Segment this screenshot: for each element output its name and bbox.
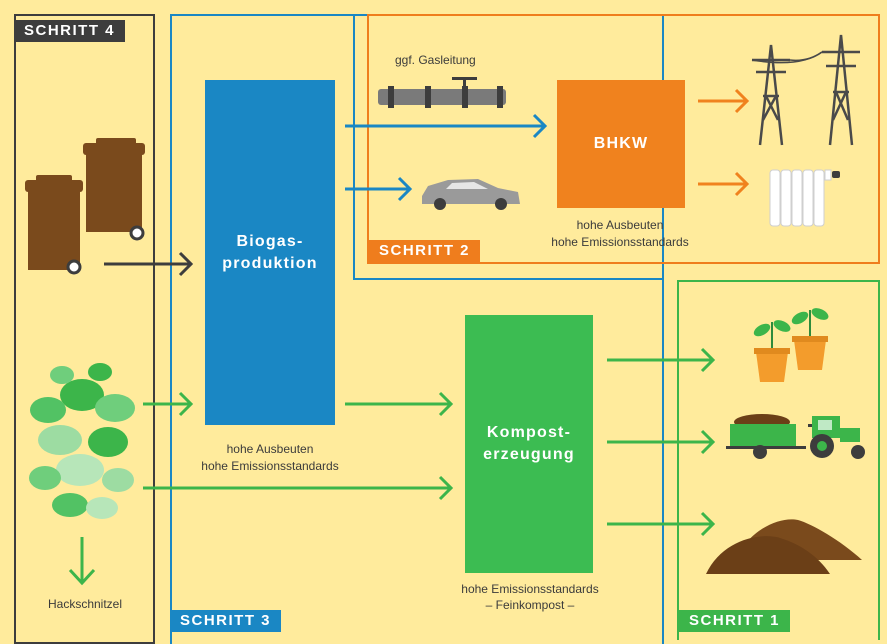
- plant-to-biogas-arrow: [143, 391, 194, 417]
- step1-tag: SCHRITT 1: [679, 610, 791, 632]
- compost-to-tractor-arrow: [607, 429, 716, 455]
- step3-frame-notch-bottom: [353, 278, 664, 280]
- step1-frame: [677, 280, 880, 640]
- compost-production-box: Kompost- erzeugung: [465, 315, 593, 573]
- plant-to-compost-arrow: [143, 475, 454, 501]
- car-icon: [422, 179, 520, 210]
- compost-fine-caption: – Feinkompost –: [485, 598, 575, 612]
- compost-to-plants-arrow: [607, 347, 716, 373]
- gas-pipeline-caption: ggf. Gasleitung: [395, 53, 476, 67]
- organic-waste-bins-icon: [25, 138, 145, 275]
- biogas-to-car-arrow: [345, 176, 413, 202]
- bhkw-emission-caption: hohe Emissionsstandards: [551, 235, 689, 249]
- gas-pipeline-icon: [378, 77, 506, 108]
- biogas-to-bhkw-arrow: [345, 113, 548, 139]
- biogas-to-compost-arrow: [345, 391, 454, 417]
- biogas-yield-caption: hohe Ausbeuten: [226, 442, 314, 456]
- compost-heap-icon: [706, 519, 862, 574]
- diagram-graphics: [25, 34, 865, 586]
- step3-tag: SCHRITT 3: [170, 610, 282, 632]
- biogas-emission-caption: hohe Emissionsstandards: [201, 459, 339, 473]
- compost-emission-caption: hohe Emissionsstandards: [461, 582, 599, 596]
- step3-frame-notch: [353, 14, 355, 280]
- compost-to-heap-arrow: [607, 511, 716, 537]
- power-pylon-icon: [751, 34, 860, 146]
- green-waste-plant-icon: [29, 363, 135, 519]
- potted-plants-icon: [753, 308, 829, 382]
- biogas-production-box: Biogas- produktion: [205, 80, 335, 425]
- step2-frame: [367, 14, 880, 264]
- bin-to-biogas-arrow: [104, 251, 194, 277]
- hackschnitzel-caption: Hackschnitzel: [47, 597, 123, 611]
- radiator-icon: [769, 169, 840, 227]
- hackschnitzel-down-arrow: [68, 537, 96, 586]
- tractor-trailer-icon: [726, 414, 865, 459]
- bhkw-yield-caption: hohe Ausbeuten: [576, 218, 664, 232]
- step2-tag: SCHRITT 2: [369, 240, 481, 262]
- bhkw-box: BHKW: [557, 80, 685, 208]
- step4-tag: SCHRITT 4: [14, 20, 126, 42]
- bhkw-to-power-arrow: [698, 88, 750, 114]
- bhkw-to-heat-arrow: [698, 171, 750, 197]
